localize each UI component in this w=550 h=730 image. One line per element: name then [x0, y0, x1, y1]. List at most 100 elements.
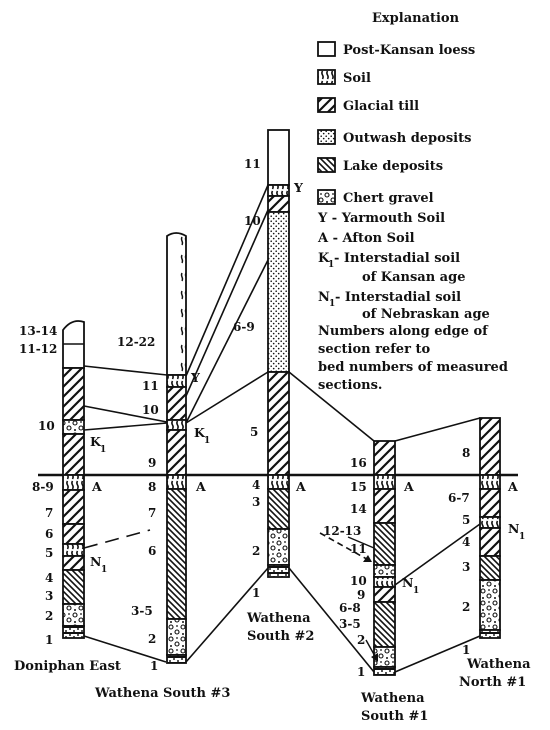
legend-item-lake: Lake deposits — [317, 157, 443, 174]
bed-number: 1 — [357, 665, 365, 679]
bed-number: 5 — [250, 425, 258, 439]
bed-number: 7 — [148, 506, 156, 520]
marker-n: N — [402, 575, 413, 590]
bed-number: 2 — [148, 632, 156, 646]
bed-number: 7 — [45, 506, 53, 520]
bed-number: 6-7 — [448, 491, 470, 505]
bed-number: 11 — [350, 542, 367, 556]
soil-swatch — [317, 69, 336, 85]
soil-unit — [479, 474, 501, 490]
soil-unit — [479, 516, 501, 529]
soil-unit — [373, 576, 396, 588]
outwash-unit — [267, 211, 290, 373]
chert-unit — [373, 666, 396, 676]
section-caption-line-1: Wathena — [360, 691, 425, 706]
till-unit — [62, 367, 85, 421]
bed-number: 6-9 — [233, 320, 255, 334]
section-caption: Doniphan East — [14, 659, 121, 674]
marker-y: Y — [293, 180, 304, 195]
bed-number: 10 — [38, 419, 55, 433]
correlation-line — [185, 371, 269, 424]
bed-number: 2 — [252, 544, 260, 558]
legend-label-loess: Post-Kansan loess — [343, 43, 475, 58]
correlation-line — [185, 209, 269, 397]
note-n-letter: N — [318, 290, 330, 305]
till-unit — [479, 488, 501, 518]
soil-unit — [166, 374, 187, 388]
bed-number: 5 — [45, 546, 53, 560]
till-unit — [62, 489, 85, 525]
section-wathena-south-3: 12-22 11 10 9 8 7 6 3-5 2 1 Y K 1 A Wath… — [94, 232, 230, 701]
section-wathena-south-1: 16 15 14 12-13 11 10 9 6-8 3-5 2 1 A N 1… — [319, 440, 428, 724]
bed-number: 15 — [350, 480, 367, 494]
outwash-unit — [62, 603, 85, 627]
note-k-text: - Interstadial soil — [334, 251, 460, 266]
soil-unit — [62, 474, 85, 491]
soil-unit — [166, 419, 187, 431]
chert-unit — [166, 654, 187, 664]
marker-k: K — [194, 425, 206, 440]
marker-k-sub: 1 — [100, 445, 106, 455]
legend-item-soil: Soil — [317, 69, 371, 86]
lake-unit — [166, 488, 187, 620]
till-unit — [166, 386, 187, 421]
marker-a: A — [91, 479, 102, 494]
till-unit — [373, 488, 396, 524]
bed-number: 1 — [462, 643, 470, 657]
bed-number: 4 — [252, 478, 260, 492]
outwash-swatch — [317, 129, 336, 145]
till-unit — [373, 586, 396, 603]
chert-unit — [479, 629, 501, 639]
section-caption: Wathena South #3 — [94, 686, 230, 701]
bed-number: 2 — [462, 600, 470, 614]
bed-number: 11 — [244, 157, 261, 171]
section-caption-line-2: South #2 — [247, 629, 314, 644]
correlation-line — [394, 635, 481, 673]
soil-unit — [373, 474, 396, 490]
correlation-line — [185, 259, 269, 424]
bed-number: 13-14 — [19, 324, 57, 338]
marker-n-sub: 1 — [519, 532, 525, 542]
bed-number: 2 — [357, 633, 365, 647]
correlation-line — [394, 417, 481, 442]
bed-number: 10 — [244, 214, 261, 228]
marker-n-sub: 1 — [413, 586, 419, 596]
note-afton: A - Afton Soil — [317, 231, 415, 246]
note-yarmouth: Y - Yarmouth Soil — [317, 211, 445, 226]
legend-label-lake: Lake deposits — [343, 159, 443, 174]
bed-number: 2 — [45, 609, 53, 623]
correlation-line — [83, 365, 168, 376]
section-doniphan-east: 13-14 11-12 10 8-9 7 6 5 4 3 2 1 K 1 A N… — [14, 320, 121, 674]
marker-a: A — [507, 479, 518, 494]
correlation-line — [83, 405, 168, 423]
bed-number: 10 — [142, 403, 159, 417]
correlation-line — [185, 184, 269, 377]
bed-number: 3 — [45, 589, 53, 603]
note-n-text: - Interstadial soil — [335, 290, 461, 305]
correlation-lines — [83, 184, 481, 673]
loess-swatch — [317, 41, 336, 57]
bed-number: 3 — [252, 495, 260, 509]
marker-a: A — [195, 479, 206, 494]
pointer-line — [347, 536, 375, 549]
bed-number: 11-12 — [19, 342, 57, 356]
lake-unit — [267, 488, 290, 530]
legend-label-chert: Chert gravel — [343, 191, 434, 206]
section-caption-line-1: Wathena — [246, 611, 311, 626]
correlation-line — [394, 523, 481, 586]
note-k-text-2: of Kansan age — [362, 270, 465, 285]
chert-gravel-unit — [62, 419, 85, 435]
bed-number: 9 — [148, 456, 156, 470]
marker-n-sub: 1 — [101, 565, 107, 575]
bed-number: 3-5 — [131, 604, 153, 618]
bed-number: 12-13 — [323, 524, 361, 538]
lake-unit — [62, 569, 85, 605]
note-numbers-2: section refer to — [318, 342, 430, 357]
outwash-unit — [166, 618, 187, 656]
soil-unit — [62, 543, 85, 557]
till-unit — [373, 440, 396, 476]
correlation-line — [185, 567, 269, 663]
lake-unit — [373, 522, 396, 566]
note-numbers-3: bed numbers of measured — [318, 360, 508, 375]
